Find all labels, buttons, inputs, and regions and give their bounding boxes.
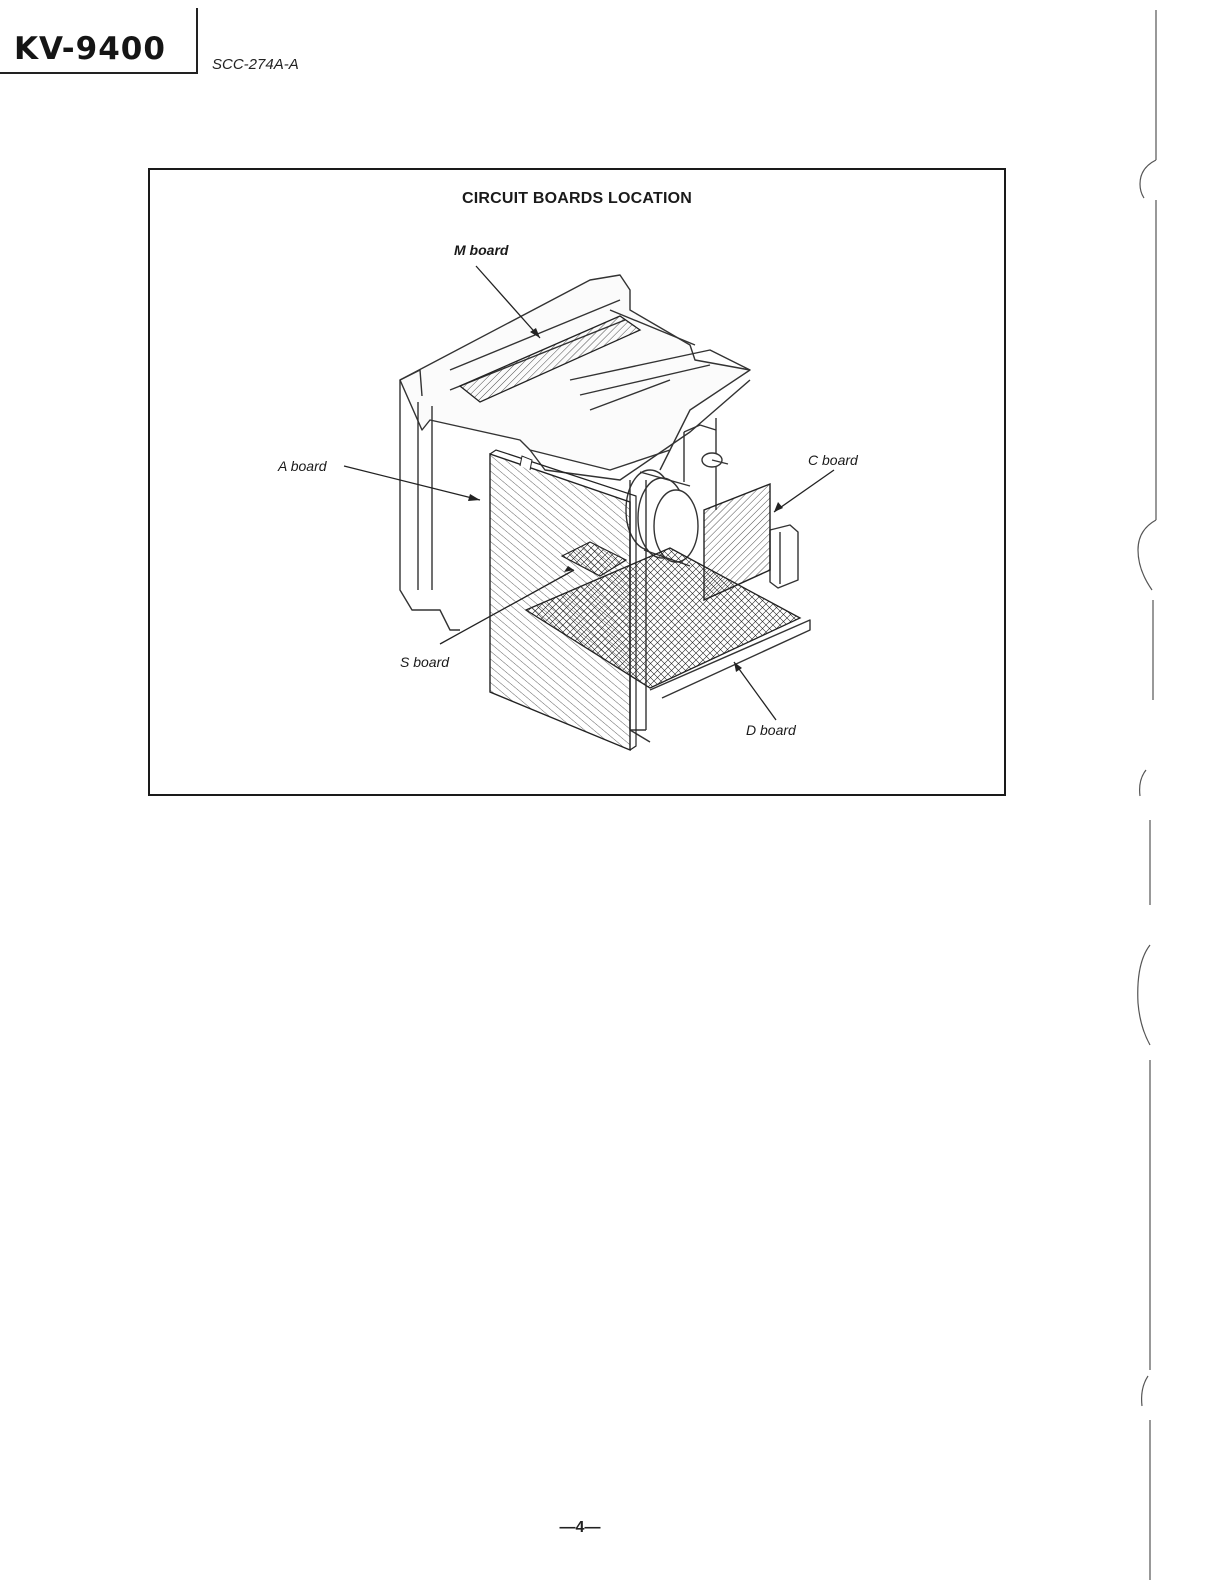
tv-chassis-diagram	[150, 170, 1004, 794]
c-board-label: C board	[808, 452, 858, 468]
a-board-label: A board	[278, 458, 327, 474]
c-board-panel	[704, 484, 770, 600]
page-number: —4—	[540, 1519, 620, 1537]
d-board-label: D board	[746, 722, 796, 738]
a-board-panel	[490, 454, 630, 750]
m-board-label: M board	[454, 242, 508, 258]
s-board-label: S board	[400, 654, 449, 670]
circuit-boards-figure: CIRCUIT BOARDS LOCATION	[148, 168, 1006, 796]
